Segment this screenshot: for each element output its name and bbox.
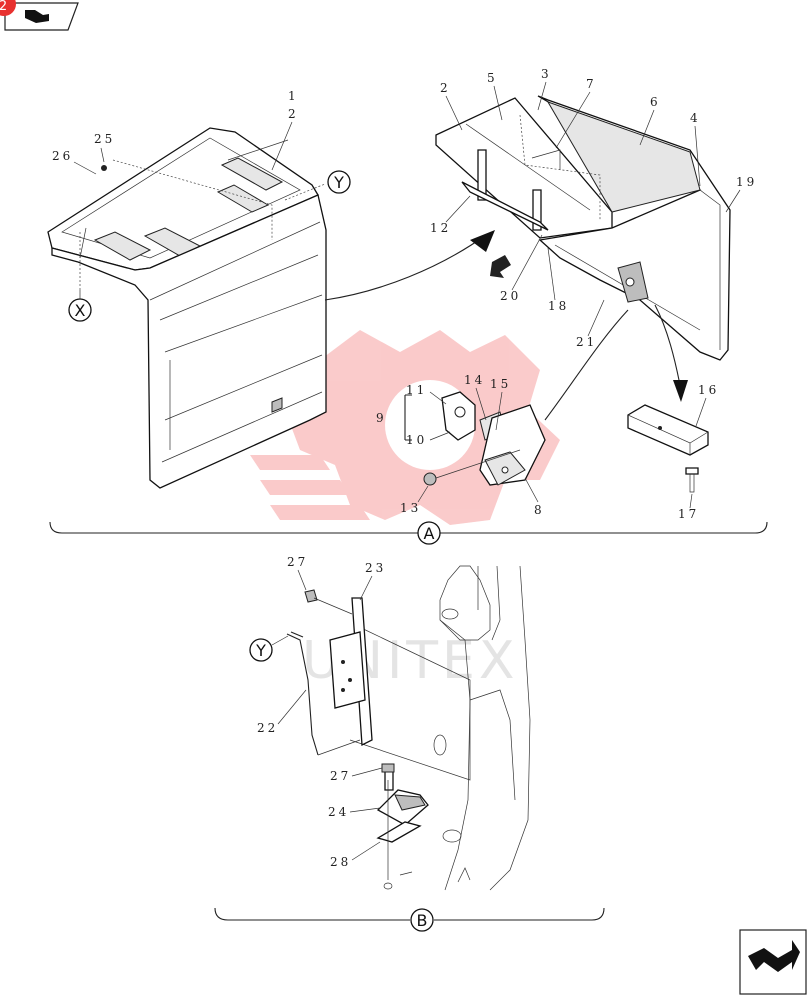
page-badge-text: 2 — [0, 0, 7, 14]
view-a-separator — [49, 521, 768, 534]
view-a-label: A — [424, 524, 435, 543]
callout-17: 17 — [678, 507, 699, 521]
cab-frame — [349, 565, 531, 891]
callout-3: 3 — [541, 67, 552, 81]
callout-23: 23 — [365, 561, 386, 575]
ref-y-marker-b: Y — [249, 638, 273, 662]
screw — [423, 472, 437, 486]
bolt — [685, 467, 699, 493]
callout-27-bottom: 27 — [330, 769, 351, 783]
ref-y-label-b: Y — [255, 641, 266, 660]
callout-7: 7 — [586, 77, 597, 91]
callout-26: 26 — [52, 149, 73, 163]
direction-arrow-icon — [490, 255, 511, 278]
callout-1: 1 — [288, 89, 299, 103]
arrow-right-icon — [748, 940, 800, 972]
view-b-label: B — [417, 911, 428, 930]
callout-20: 20 — [500, 289, 521, 303]
callout-11: 11 — [406, 383, 427, 397]
callout-27-top: 27 — [287, 555, 308, 569]
rubber-pad — [627, 404, 709, 456]
washer — [101, 165, 107, 171]
leader-curve — [544, 309, 629, 421]
hood-cover — [47, 127, 327, 489]
mount-bracket — [329, 597, 373, 747]
callout-12: 12 — [430, 221, 451, 235]
catch — [376, 769, 429, 826]
callout-18: 18 — [548, 299, 569, 313]
arrow-left-icon — [25, 10, 49, 23]
callout-10: 10 — [406, 433, 427, 447]
view-a-marker: A — [417, 521, 441, 545]
ref-x-marker: X — [68, 298, 92, 322]
callout-28: 28 — [330, 855, 351, 869]
arrow-head — [470, 230, 495, 252]
callout-5: 5 — [487, 71, 498, 85]
callout-24: 24 — [328, 805, 349, 819]
mount-frame — [435, 95, 731, 361]
callout-19: 19 — [736, 175, 757, 189]
callout-6: 6 — [650, 95, 661, 109]
page-badge: 2 — [0, 0, 16, 16]
callout-21: 21 — [576, 335, 597, 349]
callout-16: 16 — [698, 383, 719, 397]
callout-22: 22 — [257, 721, 278, 735]
support-rod — [286, 633, 319, 756]
ref-x-label: X — [75, 301, 86, 320]
leader-curve — [324, 234, 487, 301]
callouts: 1 2 25 26 2 5 3 7 6 4 19 12 20 18 21 16 … — [52, 67, 757, 869]
arrow-head — [673, 380, 688, 402]
leader-curve — [654, 304, 681, 386]
plate — [376, 821, 422, 843]
callout-2-frame: 2 — [440, 81, 451, 95]
view-b-marker: B — [410, 908, 434, 932]
next-page-button[interactable] — [739, 929, 807, 995]
bolt — [381, 763, 395, 773]
latch-assembly — [435, 391, 546, 486]
callout-25: 25 — [94, 132, 115, 146]
callout-2-cover: 2 — [288, 107, 299, 121]
ref-y-label: Y — [333, 173, 344, 192]
ref-y-marker: Y — [327, 170, 351, 194]
callout-13: 13 — [400, 501, 421, 515]
callout-9: 9 — [376, 411, 387, 425]
callout-14: 14 — [464, 373, 485, 387]
callout-8: 8 — [534, 503, 545, 517]
group-bracket — [404, 394, 412, 441]
prev-page-button[interactable] — [4, 2, 79, 31]
view-b-separator — [214, 907, 605, 921]
callout-4: 4 — [690, 111, 701, 125]
rod-hook — [290, 631, 304, 638]
bolt — [304, 589, 353, 615]
callout-15: 15 — [490, 377, 511, 391]
